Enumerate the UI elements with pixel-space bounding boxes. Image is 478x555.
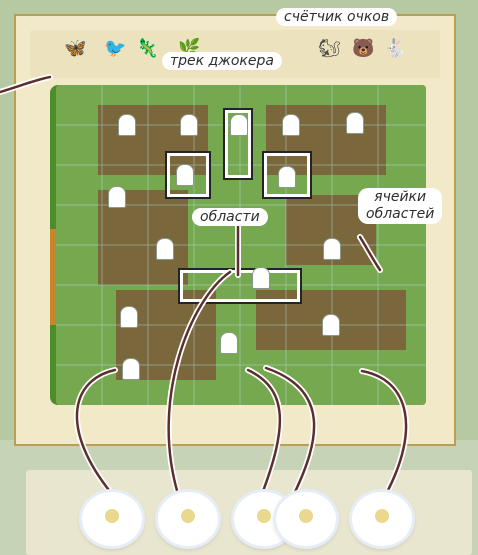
area-cells-label-line1: ячейки — [366, 189, 434, 206]
flower-center-icon — [181, 509, 195, 523]
joker-track-label: трек джокера — [162, 52, 282, 70]
flower-token — [276, 492, 336, 546]
score-counter-label: счётчик очков — [276, 8, 397, 26]
areas-label: области — [192, 208, 268, 226]
flower-token — [158, 492, 218, 546]
flower-center-icon — [257, 509, 271, 523]
flower-center-icon — [375, 509, 389, 523]
flower-token — [352, 492, 412, 546]
area-cells-label-line2: областей — [366, 206, 434, 223]
flower-token — [82, 492, 142, 546]
flower-center-icon — [299, 509, 313, 523]
flower-center-icon — [105, 509, 119, 523]
area-cells-label: ячейки областей — [358, 188, 442, 224]
